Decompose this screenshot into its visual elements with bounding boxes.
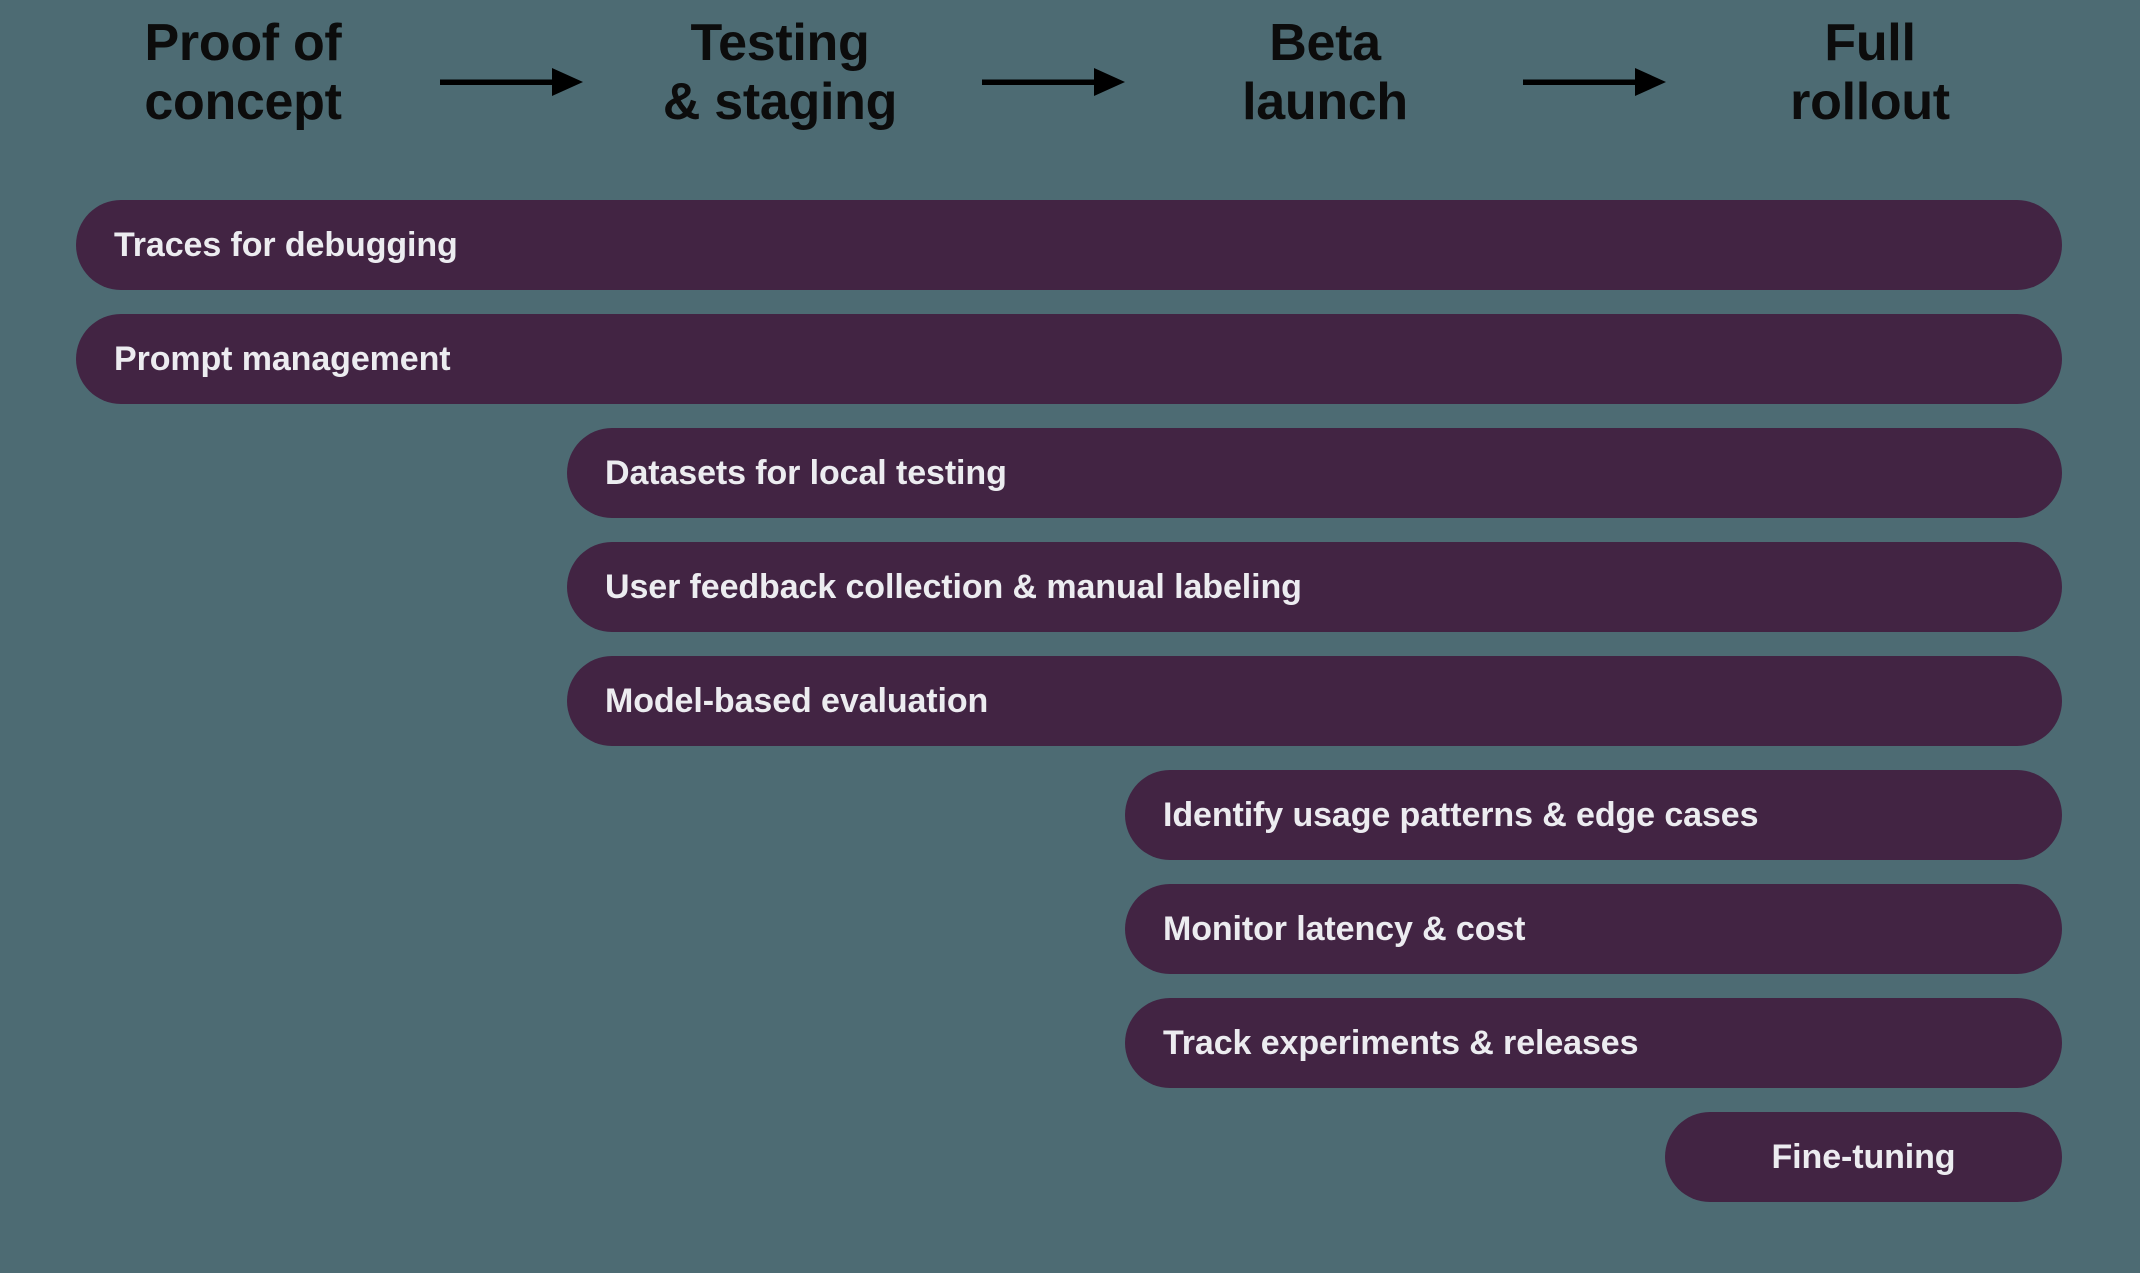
arrow-right-icon	[440, 62, 583, 102]
capability-pill[interactable]: Model-based evaluation	[567, 656, 2062, 746]
capability-pill[interactable]: Identify usage patterns & edge cases	[1125, 770, 2062, 860]
capability-pill[interactable]: User feedback collection & manual labeli…	[567, 542, 2062, 632]
phase-label-proof-of-concept: Proof of concept	[144, 14, 342, 131]
capability-pill-label: Model-based evaluation	[605, 681, 989, 720]
phase-header-row: Proof of concept Testing & staging Beta …	[0, 0, 2140, 170]
phase-label-testing-and-staging: Testing & staging	[662, 14, 898, 131]
capability-pill[interactable]: Monitor latency & cost	[1125, 884, 2062, 974]
capability-pill-label: Monitor latency & cost	[1163, 909, 1526, 948]
capability-pill[interactable]: Datasets for local testing	[567, 428, 2062, 518]
capability-pill-label: User feedback collection & manual labeli…	[605, 567, 1302, 606]
capability-pill-label: Fine-tuning	[1771, 1137, 1956, 1176]
phase-label-full-rollout: Full rollout	[1790, 14, 1950, 131]
capability-pill-label: Prompt management	[114, 339, 451, 378]
capability-pill-label: Track experiments & releases	[1163, 1023, 1639, 1062]
phase-label-beta-launch: Beta launch	[1242, 14, 1408, 131]
capability-pill[interactable]: Track experiments & releases	[1125, 998, 2062, 1088]
capability-pill-label: Traces for debugging	[114, 225, 458, 264]
capability-pill[interactable]: Prompt management	[76, 314, 2062, 404]
capability-pill[interactable]: Fine-tuning	[1665, 1112, 2062, 1202]
capability-pill-label: Datasets for local testing	[605, 453, 1007, 492]
arrow-right-icon	[1523, 62, 1666, 102]
capability-pill[interactable]: Traces for debugging	[76, 200, 2062, 290]
arrow-right-icon	[982, 62, 1125, 102]
capability-pill-label: Identify usage patterns & edge cases	[1163, 795, 1759, 834]
